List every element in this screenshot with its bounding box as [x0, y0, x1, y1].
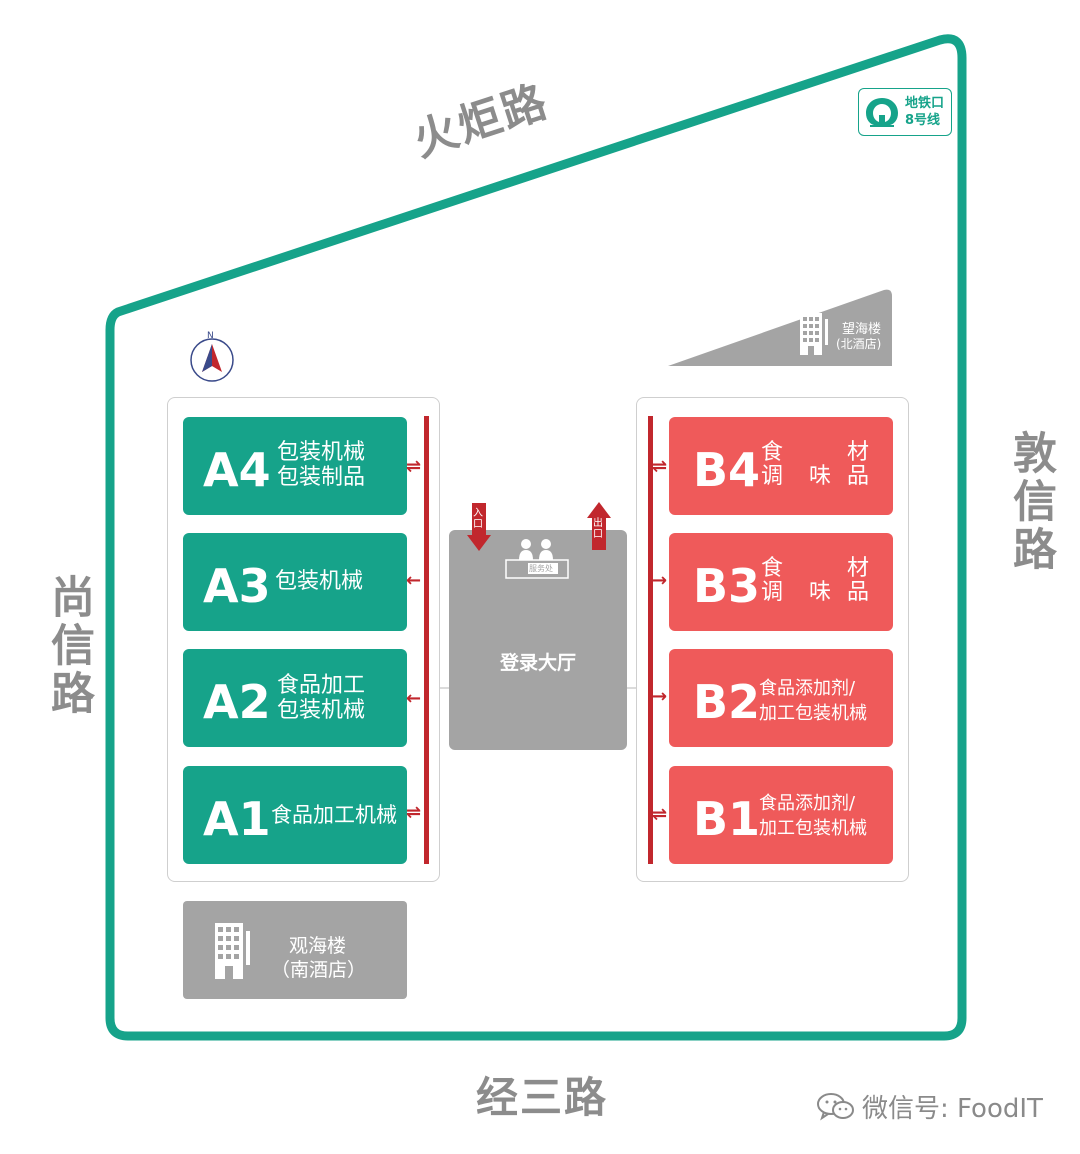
watermark-text: 微信号: FoodIT — [862, 1094, 1043, 1124]
hall-category: 包装机械 — [277, 698, 366, 723]
hall-a2[interactable]: A2 食品加工 包装机械 — [183, 649, 407, 747]
service-desk-icon — [505, 539, 569, 579]
service-desk-label: 服务处 — [529, 564, 553, 573]
north-hotel-name: 望海楼 — [842, 322, 882, 337]
hall-b1[interactable]: B1 食品添加剂/ 加工包装机械 — [669, 766, 893, 864]
exit-arrow-icon — [587, 502, 611, 550]
hall-category: 包装机械 — [277, 440, 366, 465]
hall-a4-door-icon: ⇌ — [406, 456, 422, 477]
south-hotel-building-icon — [215, 923, 250, 979]
hall-code: B3 — [693, 559, 761, 613]
hall-a3-door-icon: ← — [406, 570, 422, 591]
exit-label: 出口 — [593, 518, 603, 540]
hall-category: 食品加工 — [277, 673, 366, 698]
hall-category: 调 — [761, 464, 784, 489]
entrance-arrow-icon — [467, 503, 491, 551]
hall-a1[interactable]: A1 食品加工机械 — [183, 766, 407, 864]
hall-category: 调 — [761, 580, 784, 605]
hall-code: A3 — [203, 559, 271, 613]
hall-category: 品 — [847, 580, 870, 605]
watermark: 微信号: FoodIT — [816, 1088, 1043, 1125]
hall-category: 包装制品 — [277, 465, 366, 490]
hall-code: B1 — [693, 792, 761, 846]
lobby-title: 登录大厅 — [499, 652, 576, 674]
north-hotel-sub: (北酒店) — [836, 337, 882, 351]
hall-category: 品 — [847, 464, 870, 489]
south-hotel-sub: （南酒店） — [271, 959, 367, 981]
metro-line2: 8号线 — [905, 113, 941, 128]
hall-a3[interactable]: A3 包装机械 — [183, 533, 407, 631]
south-hotel-name: 观海楼 — [289, 935, 347, 957]
hall-a4[interactable]: A4 包装机械 包装制品 — [183, 417, 407, 515]
hall-code: B2 — [693, 675, 761, 729]
compass-label: N — [207, 331, 214, 341]
metro-sign: 地铁口 8号线 — [858, 88, 952, 136]
hall-category: 食品添加剂/ — [759, 678, 856, 699]
hall-code: A2 — [203, 675, 271, 729]
hall-b3-door-icon: → — [652, 570, 668, 591]
hall-category: 包装机械 — [275, 569, 364, 594]
hall-code: A4 — [203, 443, 271, 497]
hall-category: 材 — [847, 556, 870, 581]
road-west-label: 尚信路 — [43, 574, 94, 718]
hall-category: 材 — [847, 440, 870, 465]
south-hotel-block[interactable]: 观海楼 （南酒店） — [183, 901, 407, 999]
hall-a-corridor — [424, 416, 429, 864]
hall-category: 食 — [761, 440, 784, 465]
hall-b1-door-icon: ⇌ — [652, 804, 668, 825]
hall-b4[interactable]: B4 食 调 味 材 品 — [669, 417, 893, 515]
registration-lobby[interactable]: 登录大厅 服务处 — [449, 530, 627, 750]
compass-icon — [190, 338, 234, 382]
hall-a2-door-icon: ← — [406, 688, 422, 709]
hall-category: 加工包装机械 — [759, 703, 867, 724]
road-east-label: 敦信路 — [1005, 430, 1056, 574]
hall-b2[interactable]: B2 食品添加剂/ 加工包装机械 — [669, 649, 893, 747]
hall-code: B4 — [693, 443, 761, 497]
hall-category: 食品加工机械 — [271, 803, 397, 827]
north-hotel-building-icon — [800, 313, 828, 355]
hall-b3[interactable]: B3 食 调 味 材 品 — [669, 533, 893, 631]
north-hotel-block — [668, 289, 892, 366]
hall-category: 食品添加剂/ — [759, 793, 856, 814]
road-south-label: 经三路 — [476, 1073, 609, 1122]
wechat-icon — [817, 1092, 854, 1120]
hall-category: 食 — [761, 556, 784, 581]
entrance-label: 入口 — [473, 508, 483, 530]
hall-category: 味 — [809, 580, 832, 605]
hall-a1-door-icon: ⇌ — [406, 802, 422, 823]
hall-category: 味 — [809, 464, 832, 489]
hall-b4-door-icon: ⇌ — [652, 456, 668, 477]
metro-icon — [866, 98, 898, 127]
metro-line1: 地铁口 — [905, 96, 945, 111]
hall-b-corridor — [648, 416, 653, 864]
hall-category: 加工包装机械 — [759, 818, 867, 839]
hall-code: A1 — [203, 792, 271, 846]
site-boundary — [105, 34, 967, 1041]
hall-b2-door-icon: → — [652, 686, 668, 707]
